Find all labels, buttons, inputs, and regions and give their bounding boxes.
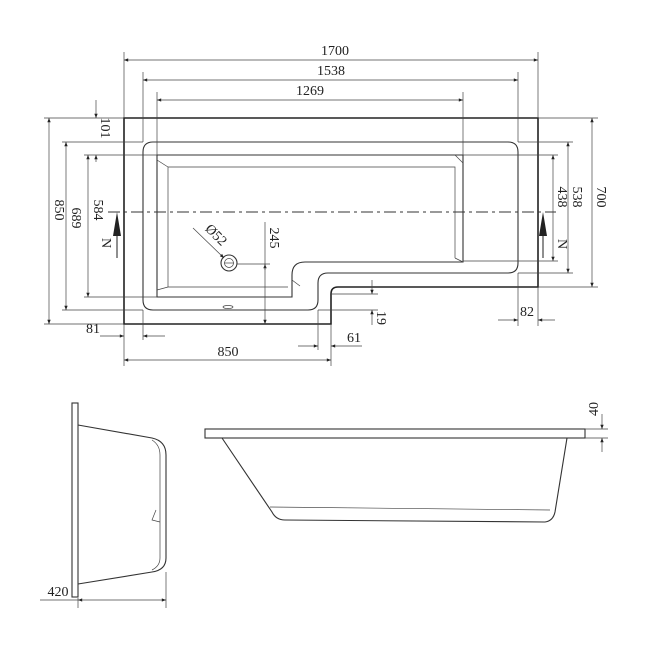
side-body-outline (77, 424, 167, 585)
dim-rim-width-left: 689 (68, 208, 83, 229)
front-body-outline (221, 437, 568, 523)
dim-step-depth: 19 (373, 311, 388, 325)
dim-rim-inner-length: 1538 (317, 64, 345, 79)
front-view: 40 (204, 402, 608, 523)
basin-corner-marks (156, 154, 464, 291)
north-label-left: N (98, 238, 113, 248)
dim-left-rim-width: 81 (86, 322, 100, 337)
north-arrow-left-icon (113, 212, 121, 258)
dim-overall-width-left: 850 (51, 200, 66, 221)
dim-rim-width-right: 538 (569, 187, 584, 208)
dim-top-rim-offset: 101 (97, 118, 112, 139)
dim-waste-diameter: Ø52 (202, 222, 230, 250)
dim-left-section-length: 850 (218, 345, 239, 360)
waste-drain-icon (220, 254, 238, 272)
basin-outline (156, 154, 464, 298)
dim-step-offset: 61 (347, 331, 361, 346)
overflow-slot (222, 305, 234, 309)
dim-overall-length: 1700 (321, 44, 349, 59)
dim-basin-width-right: 438 (554, 187, 569, 208)
dim-depth: 420 (48, 585, 69, 600)
dim-basin-length: 1269 (296, 84, 324, 99)
dim-waste-offset: 245 (266, 228, 281, 249)
outer-outline (123, 117, 539, 325)
dim-rim-height: 40 (587, 402, 602, 416)
dim-overall-width-right: 700 (593, 187, 608, 208)
dim-right-rim-width: 82 (520, 305, 534, 320)
north-arrow-right-icon (539, 212, 547, 258)
front-rim (204, 428, 586, 439)
dim-basin-width-left: 584 (90, 200, 105, 221)
plan-view: 1700 1538 1269 850 689 584 101 N 700 538… (44, 44, 608, 366)
side-rim-flange (71, 402, 79, 598)
side-view: 420 (40, 402, 167, 608)
rim-inner-outline (142, 141, 519, 311)
north-label-right: N (554, 239, 569, 249)
